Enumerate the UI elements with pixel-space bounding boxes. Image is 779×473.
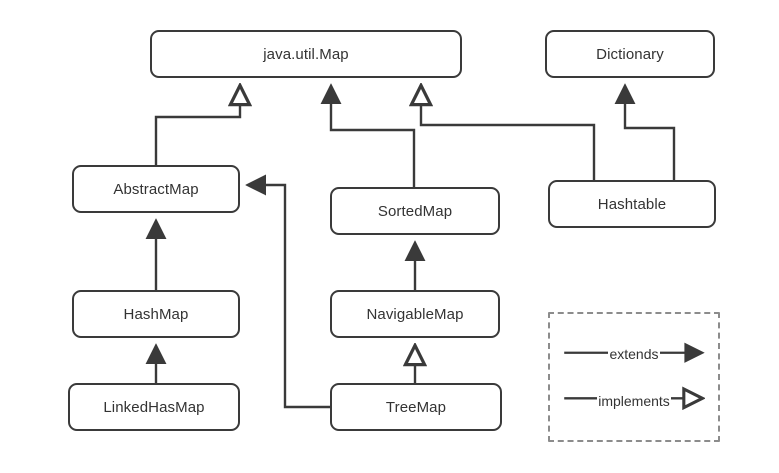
class-node-linkedhasmap[interactable]: LinkedHasMap [68, 383, 240, 431]
class-node-label: LinkedHasMap [103, 398, 205, 416]
class-node-treemap[interactable]: TreeMap [330, 383, 502, 431]
class-node-dictionary[interactable]: Dictionary [545, 30, 715, 78]
class-node-label: java.util.Map [263, 45, 349, 63]
class-node-navigablemap[interactable]: NavigableMap [330, 290, 500, 338]
class-node-label: Dictionary [596, 45, 664, 63]
legend-label-extends: extends [608, 346, 660, 362]
legend: extends implements [548, 312, 720, 442]
class-node-hashmap[interactable]: HashMap [72, 290, 240, 338]
class-node-abstractmap[interactable]: AbstractMap [72, 165, 240, 213]
legend-label-implements: implements [597, 393, 671, 409]
class-node-label: SortedMap [377, 202, 453, 220]
class-node-label: AbstractMap [113, 180, 199, 198]
legend-arrows [564, 314, 718, 440]
class-node-label: Hashtable [597, 195, 667, 213]
legend-item-implements: implements [550, 390, 718, 412]
edge-hashtable-extends-dictionary [625, 86, 676, 180]
class-node-label: TreeMap [385, 398, 447, 416]
class-node-label: NavigableMap [366, 305, 464, 323]
class-node-sortedmap[interactable]: SortedMap [330, 187, 500, 235]
legend-item-extends: extends [550, 343, 718, 365]
edge-treemap-extends-abstractmap [248, 185, 330, 409]
class-node-hashtable[interactable]: Hashtable [548, 180, 716, 228]
edge-abstractmap-implements-map [154, 86, 240, 165]
class-node-map[interactable]: java.util.Map [150, 30, 462, 78]
edge-hashtable-implements-map [421, 86, 596, 180]
class-node-label: HashMap [123, 305, 189, 323]
edge-sortedmap-extends-map [331, 86, 416, 187]
